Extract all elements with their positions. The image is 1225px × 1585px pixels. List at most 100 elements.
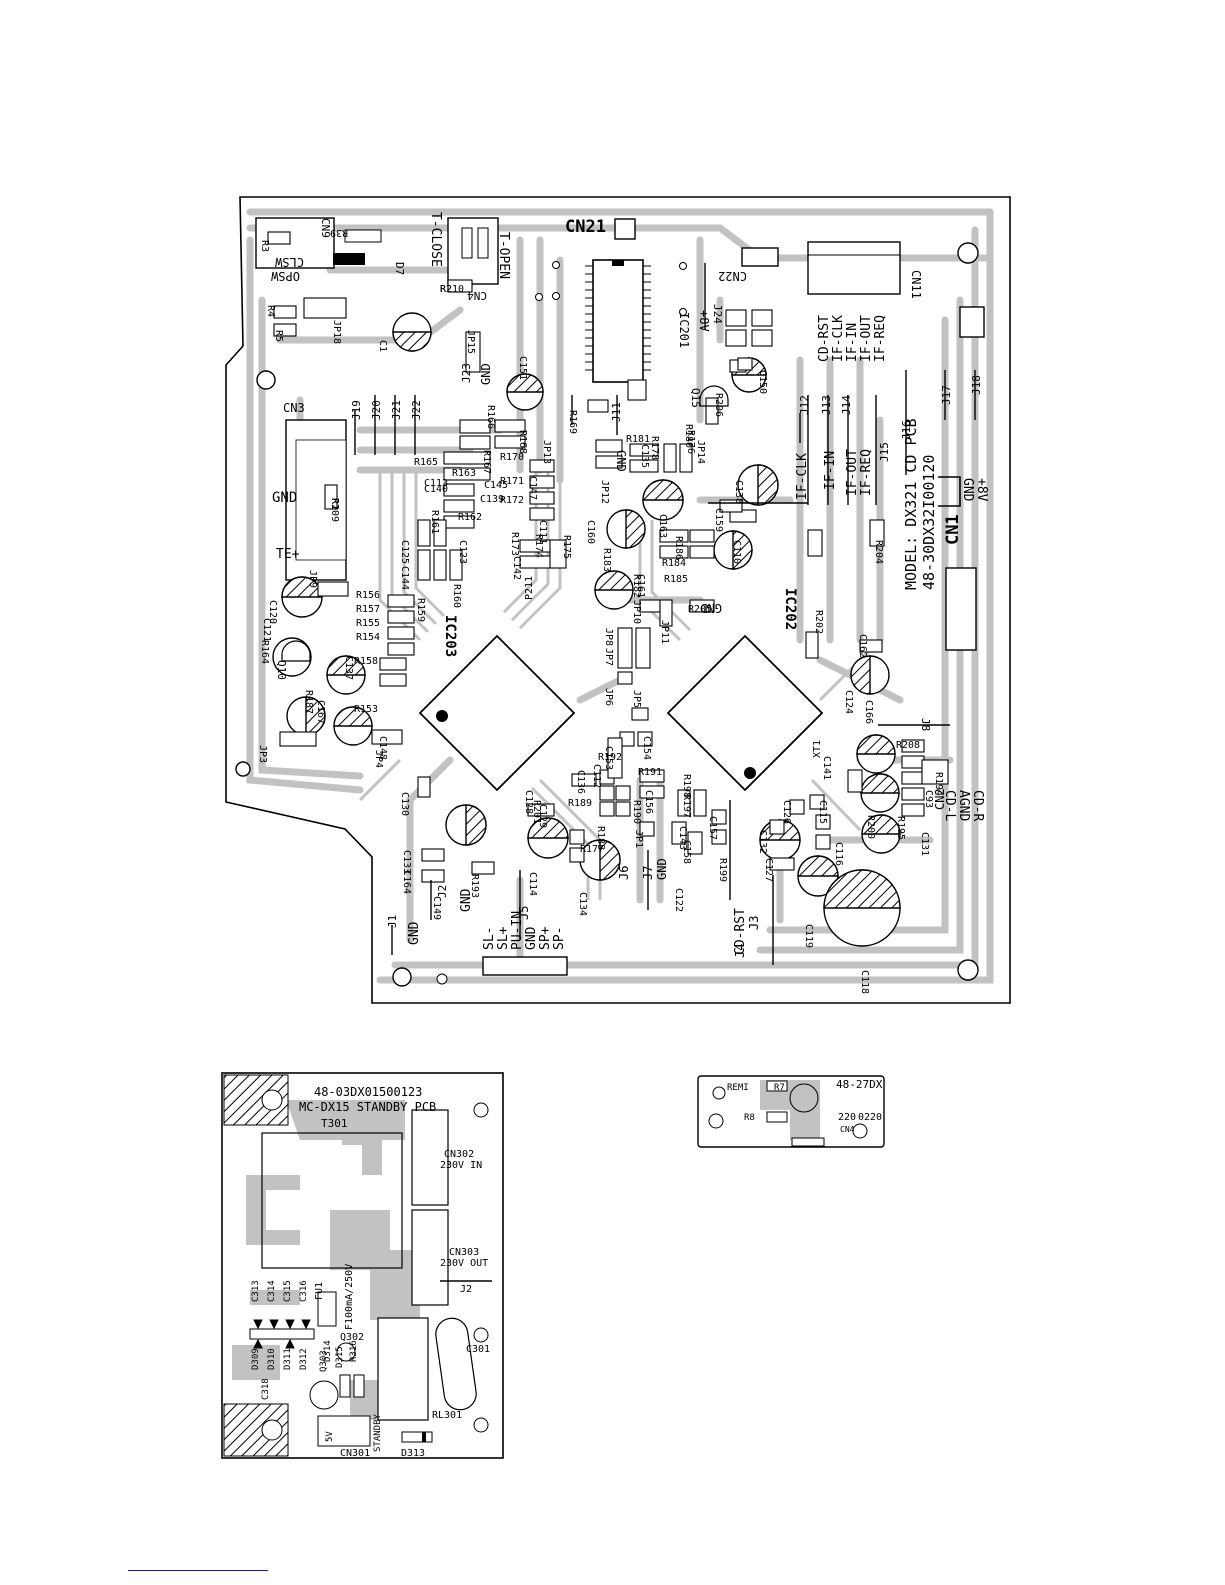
sig-top-cd-rst: CD-RST (817, 315, 832, 362)
ref-label: C116 (833, 842, 844, 866)
ref-label: C145 (484, 480, 508, 491)
label-jp7: JP7 (603, 648, 614, 666)
label-j6: J6 (617, 866, 631, 880)
ref-label: C144 (399, 566, 410, 590)
sig-mid-if-in: IF-IN (823, 451, 838, 490)
ref-label: C1 (377, 340, 388, 352)
ref-label: R200 (865, 815, 876, 839)
fuse-rating: F100mA/250V (344, 1264, 355, 1330)
ref-label: C166 (863, 700, 874, 724)
ref-label: C153 (603, 746, 614, 770)
label-cd-rst-bottom: CD-RST (733, 908, 748, 955)
capacitor-labels: C1C93C110C111C112C113C114C115C116C118C11… (261, 340, 934, 994)
label-jp3: JP3 (257, 745, 268, 763)
label-j15: J15 (878, 442, 891, 462)
r7-label: R7 (774, 1083, 785, 1093)
label-j22: J22 (410, 400, 423, 420)
h2-gnd: GND (524, 926, 539, 950)
sig-mid-if-out: IF-OUT (845, 449, 860, 496)
q303-label: Q303 (319, 1350, 329, 1372)
ref-label: R316 (349, 1340, 359, 1362)
mount-hole (957, 242, 979, 264)
label-j7: J7 (641, 866, 655, 880)
ref-label: R160 (451, 584, 462, 608)
ref-label: C135 (639, 444, 650, 468)
ref-label: R187 (303, 690, 314, 714)
ref-label: C93 (923, 790, 934, 808)
label-gnd-bottom-left: GND (407, 921, 422, 945)
sig-top-if-req: IF-REQ (873, 315, 888, 362)
h2-sl-plus: SL+ (496, 926, 511, 950)
ref-label: R157 (356, 604, 380, 615)
resistor-labels: R1R2R3R4R5R39R153R154R155R156R157R158R15… (259, 227, 944, 898)
label-j12: J12 (798, 395, 811, 415)
ref-label: R189 (568, 798, 592, 809)
ref-label: C140 (424, 484, 448, 495)
ref-label: R171 (500, 476, 524, 487)
c301-label: C301 (466, 1344, 490, 1355)
mount-hole (852, 1123, 868, 1139)
ic202-label: IC202 (782, 588, 798, 630)
ref-label: C141 (821, 756, 832, 780)
ref-label: C318 (261, 1378, 271, 1400)
ref-label: R4 (265, 305, 276, 317)
label-j8: J8 (919, 718, 932, 731)
cn302-connector (411, 1109, 449, 1206)
sig-top-if-clk: IF-CLK (831, 315, 846, 362)
switch-slot (461, 227, 473, 259)
ref-label: C164 (401, 870, 412, 894)
ref-label: R191 (638, 767, 662, 778)
ref-label: R181 (626, 434, 650, 445)
ic203-qfp (418, 634, 576, 792)
d7-body (333, 253, 365, 265)
switch-t-open: T-OPEN (496, 232, 511, 279)
via (679, 262, 687, 270)
mount-hole (712, 1086, 726, 1100)
ref-label: C134 (577, 892, 588, 916)
ref-label: R164 (259, 640, 270, 664)
label-jp4: JP4 (373, 750, 384, 768)
ref-label: C142 (511, 556, 522, 580)
ref-label: C113 (424, 478, 448, 489)
cn4-connector (791, 1137, 825, 1147)
ref-label: R208 (896, 740, 920, 751)
ic201-label: IC201 (677, 312, 691, 348)
standby-name: MC-DX15 STANDBY PCB (299, 1100, 436, 1114)
cn2-label: CN2 (933, 788, 947, 810)
label-xt1: XT1 (812, 740, 823, 758)
ref-label: R5 (273, 330, 284, 342)
model-line-2: 48-30DX32I00120 (920, 455, 938, 590)
ref-label: C129 (537, 804, 548, 828)
cn9-label: CN9 (319, 218, 332, 238)
ic201-pins (585, 265, 651, 371)
r39-body (344, 229, 382, 243)
mount-hole (473, 1417, 489, 1433)
label-j20: J20 (370, 400, 383, 420)
sig-top-if-in: IF-IN (845, 323, 860, 362)
main-cd-pcb: CN21 CN22 CN11 CN1 CN2 CN3 CN4 CN9 IC201… (225, 196, 1011, 1004)
jumper-plus8v: +8V (697, 310, 711, 332)
label-jp8: JP8 (603, 628, 614, 646)
ref-label: C125 (399, 540, 410, 564)
label-jp13: JP13 (541, 440, 552, 464)
cn2-cd-l: CD-L (942, 790, 957, 821)
via (436, 973, 448, 985)
label-j13: J13 (820, 395, 833, 415)
ref-label: R182 (631, 574, 642, 598)
jumper-wires (354, 263, 976, 965)
remote-pcb: 48-27DX REMI R7 R8 220 0220 CN4 (697, 1075, 885, 1148)
ref-label: D315 (335, 1346, 345, 1368)
main-board-text: CN21 CN22 CN11 CN1 CN2 CN3 CN4 CN9 IC201… (257, 212, 989, 958)
smd-small (353, 1374, 365, 1398)
cn1-label: CN1 (943, 514, 963, 545)
switch-slot (477, 227, 489, 259)
remote-copper (760, 1080, 820, 1140)
cn2-agnd: AGND (956, 790, 971, 821)
label-jp12: JP12 (599, 480, 610, 504)
cn303-label: CN303 (449, 1247, 479, 1258)
ref-label: R162 (458, 512, 482, 523)
via (535, 293, 543, 301)
bridge-diodes (249, 1319, 315, 1349)
label-d7: D7 (393, 262, 406, 275)
ref-label: R210 (440, 284, 464, 295)
